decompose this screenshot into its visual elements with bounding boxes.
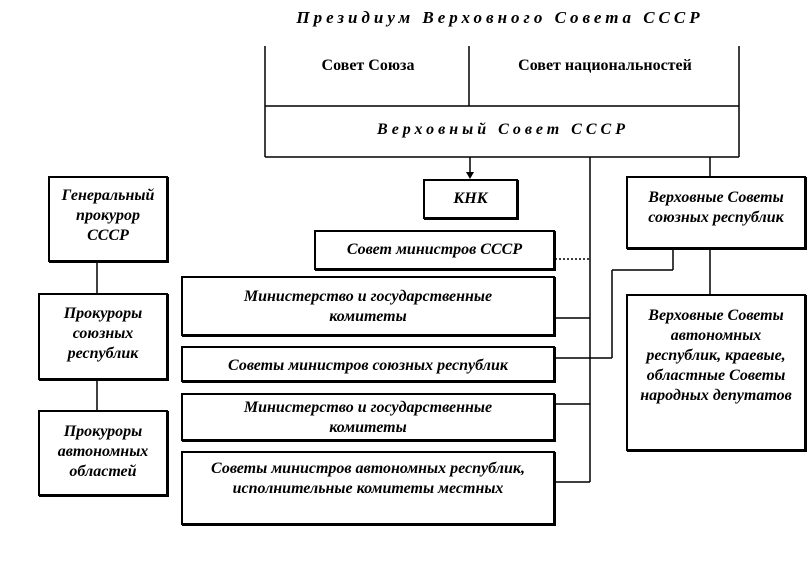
ministries-label-1: Министерство и государственные комитеты bbox=[243, 288, 493, 325]
council-of-union: Совет Союза bbox=[321, 57, 415, 74]
knk-label: КНК bbox=[453, 190, 488, 207]
republic-supreme-soviets-label: Верховные Советы союзных республик bbox=[648, 189, 784, 226]
council-of-nationalities: Совет национальностей bbox=[518, 57, 692, 74]
autonomous-councils-box: Советы министров автономных республик, и… bbox=[181, 451, 555, 525]
republic-supreme-soviets-box: Верховные Советы союзных республик bbox=[626, 176, 806, 249]
prosecutors-autonomous-box: Прокуроры автономных областей bbox=[38, 410, 168, 496]
prosecutor-general-label: Генеральный прокурор СССР bbox=[61, 187, 155, 244]
prosecutors-republics-box: Прокуроры союзных республик bbox=[38, 293, 168, 380]
republic-councils-label: Советы министров союзных республик bbox=[228, 357, 508, 374]
ministries-box-1: Министерство и государственные комитеты bbox=[181, 276, 555, 336]
autonomous-supreme-soviets-label: Верховные Советы автономных республик, к… bbox=[640, 307, 792, 404]
prosecutor-general-box: Генеральный прокурор СССР bbox=[48, 176, 168, 262]
knk-box: КНК bbox=[423, 179, 518, 219]
republic-councils-box: Советы министров союзных республик bbox=[181, 346, 555, 382]
supreme-soviet-ussr: Верховный Совет СССР bbox=[377, 121, 629, 138]
autonomous-councils-label: Советы министров автономных республик, и… bbox=[211, 460, 525, 497]
prosecutors-autonomous-label: Прокуроры автономных областей bbox=[57, 423, 149, 480]
ministries-box-2: Министерство и государственные комитеты bbox=[181, 393, 555, 441]
autonomous-supreme-soviets-box: Верховные Советы автономных республик, к… bbox=[626, 294, 806, 451]
council-ministers-box: Совет министров СССР bbox=[314, 230, 555, 270]
presidium-title: Президиум Верховного Совета СССР bbox=[296, 8, 704, 27]
prosecutors-republics-label: Прокуроры союзных республик bbox=[63, 305, 143, 362]
council-ministers-label: Совет министров СССР bbox=[346, 241, 523, 258]
ministries-label-2: Министерство и государственные комитеты bbox=[243, 399, 493, 436]
